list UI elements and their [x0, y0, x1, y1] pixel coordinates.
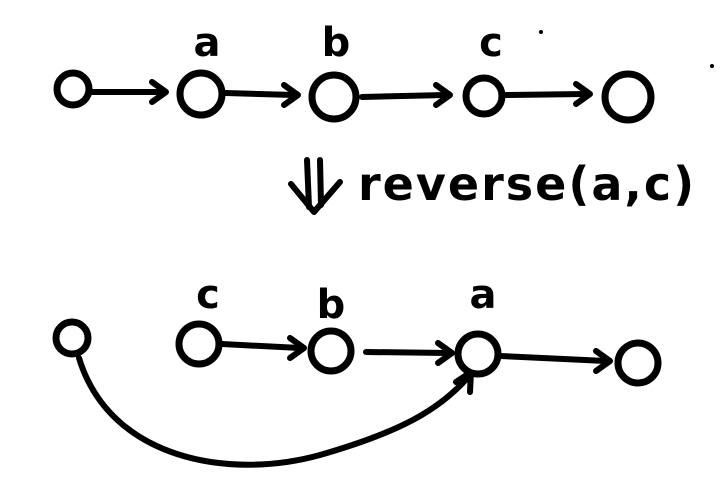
after-label-3: a [470, 272, 497, 318]
before-arrowhead-2-3 [433, 82, 453, 108]
after-edge-1-2 [219, 341, 303, 351]
after-label-1: c [196, 272, 220, 318]
after-node-3 [454, 330, 502, 378]
before-edge-1-2 [223, 90, 297, 98]
after-node-tail [614, 339, 662, 387]
double-down-arrow-icon [288, 157, 343, 215]
before-arrowhead-0-1 [149, 79, 169, 105]
stray-dot [710, 64, 714, 68]
before-label-3: c [479, 20, 503, 66]
before-node-head [53, 69, 93, 109]
before-edge-2-3 [359, 92, 449, 100]
after-arrowhead-1-2 [287, 335, 307, 361]
before-list: a b c [53, 20, 714, 124]
after-arrowhead-2-3 [435, 340, 455, 366]
after-node-2 [307, 327, 355, 375]
before-edge-3-4 [503, 91, 589, 98]
after-list: c b a [52, 272, 662, 468]
before-arrowhead-1-2 [281, 82, 301, 108]
before-node-3 [462, 74, 506, 118]
after-node-head [52, 318, 92, 358]
after-node-1 [175, 320, 223, 368]
after-edge-2-3 [363, 349, 451, 356]
before-node-1 [176, 69, 226, 119]
before-node-2 [308, 71, 360, 123]
after-arrowhead-3-4 [593, 348, 613, 374]
transform-operation: reverse(a,c) [288, 157, 696, 215]
after-edge-head-to-3 [76, 355, 473, 468]
operation-label: reverse(a,c) [358, 157, 696, 211]
after-edge-3-4 [497, 353, 609, 364]
before-node-tail [601, 70, 655, 124]
before-arrowhead-3-4 [573, 81, 593, 107]
after-label-2: b [317, 282, 346, 328]
before-label-1: a [194, 20, 221, 66]
stray-dot [539, 30, 543, 34]
before-label-2: b [322, 20, 351, 66]
